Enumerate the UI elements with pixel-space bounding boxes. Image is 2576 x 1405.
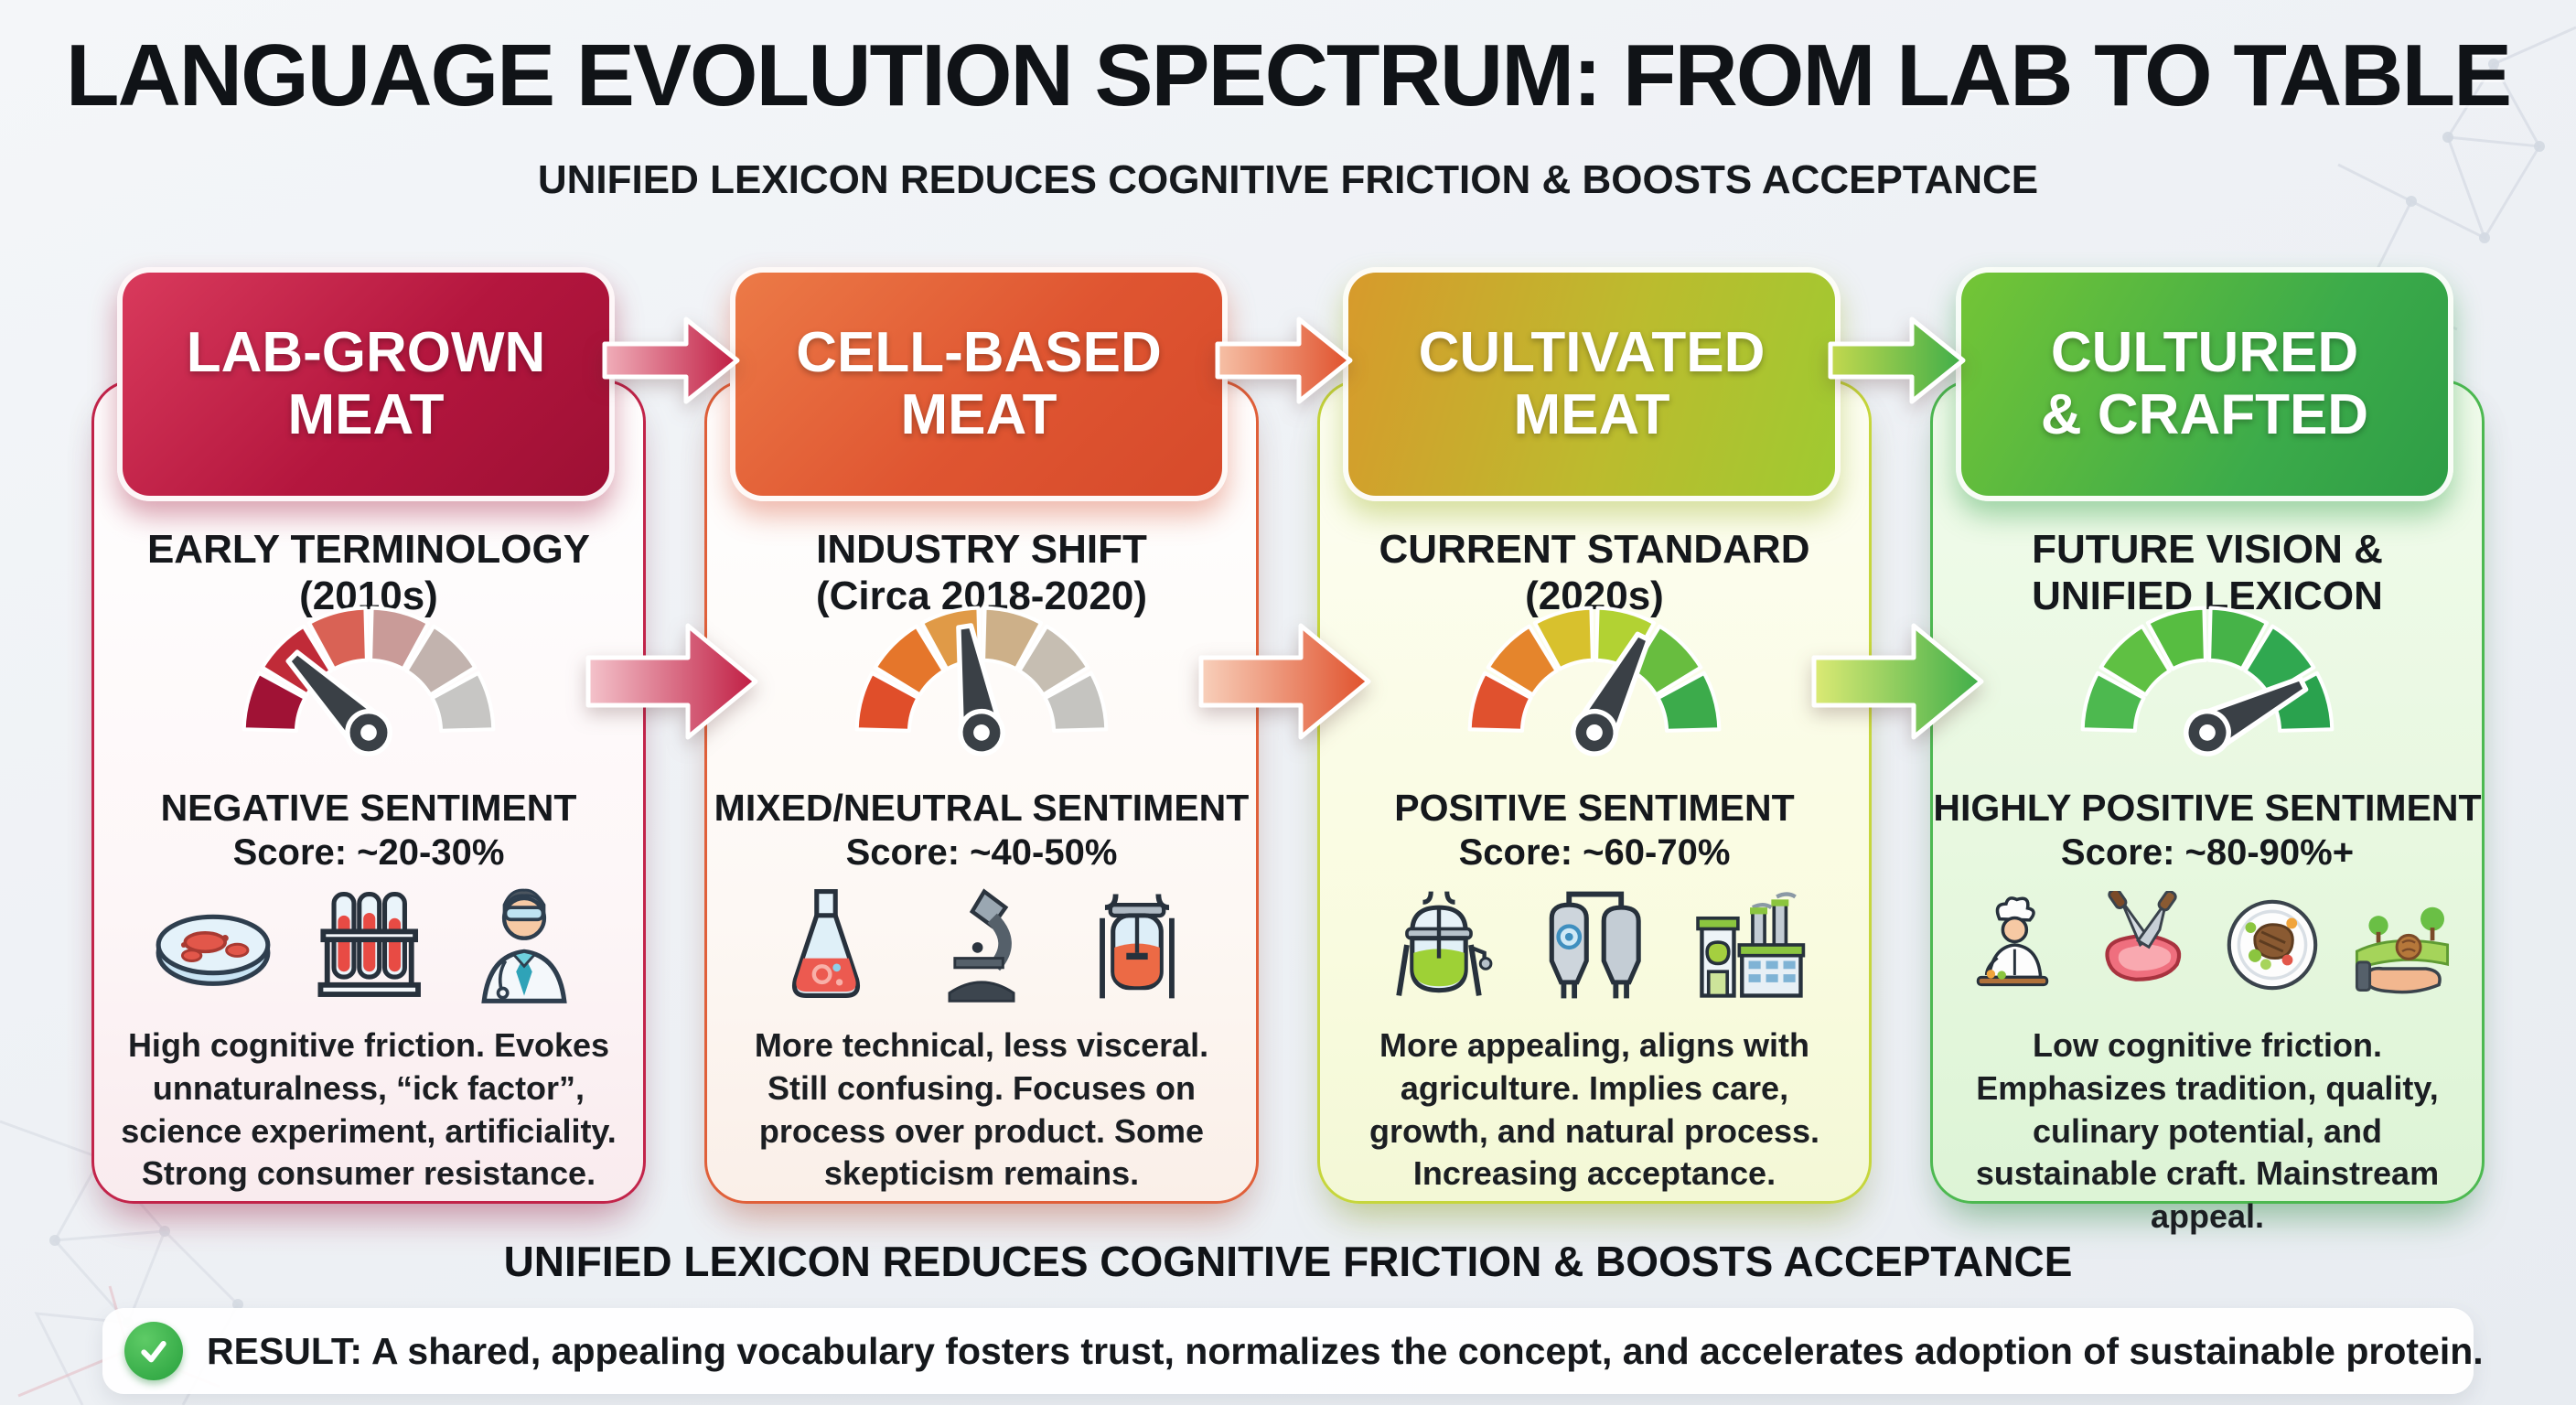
stage-description: Low cognitive friction. Emphasizes tradi… — [1975, 1026, 2440, 1236]
sentiment-label: HIGHLY POSITIVE SENTIMENT — [1933, 787, 2482, 829]
result-body: A shared, appealing vocabulary fosters t… — [370, 1329, 2484, 1372]
page-title: LANGUAGE EVOLUTION SPECTRUM: FROM LAB TO… — [65, 27, 2512, 124]
stage-period-line1: FUTURE VISION & — [2032, 527, 2383, 572]
stage-header-line1: CULTIVATED — [1418, 320, 1766, 384]
stage-header-line2: & CRAFTED — [2040, 383, 2369, 446]
stage-card-cultivated: CURRENT STANDARD (2020s) POSITIVE SENTIM… — [1317, 380, 1872, 1204]
arrow-icon-mid-2-3 — [1198, 623, 1371, 740]
stage-header-line1: CULTURED — [2050, 320, 2359, 384]
sentiment-score: Score: ~20-30% — [232, 832, 505, 873]
fermentation-tanks-icon — [1549, 891, 1641, 999]
hand-with-plants-icon — [2355, 906, 2450, 994]
stage-period: CURRENT STANDARD (2020s) — [1320, 527, 1869, 619]
stage-icons — [94, 876, 643, 1014]
bottom-tagline: UNIFIED LEXICON REDUCES COGNITIVE FRICTI… — [503, 1238, 2073, 1285]
stage-header-line1: CELL-BASED — [796, 320, 1162, 384]
page-subtitle: UNIFIED LEXICON REDUCES COGNITIVE FRICTI… — [537, 157, 2039, 202]
flask-icon — [791, 889, 861, 999]
test-tube-rack-icon — [317, 891, 421, 997]
arrow-icon-header-3-4 — [1828, 316, 1966, 404]
stage-header-line1: LAB-GROWN — [186, 320, 546, 384]
stage-period-line2: (Circa 2018-2020) — [815, 573, 1147, 618]
stage-description: More appealing, aligns with agriculture.… — [1368, 1026, 1820, 1193]
stage-icons — [707, 876, 1256, 1014]
scientist-icon — [481, 888, 567, 1003]
stage-header-line2: MEAT — [900, 383, 1057, 446]
stage-icons — [1320, 876, 1869, 1014]
stage-header-cultured-crafted: CULTURED & CRAFTED — [1956, 267, 2453, 501]
stage-header-lab-grown: LAB-GROWN MEAT — [117, 267, 615, 501]
plated-dish-icon — [2227, 899, 2318, 991]
microscope-icon — [948, 888, 1015, 1003]
stage-header-cultivated: CULTIVATED MEAT — [1343, 267, 1841, 501]
sentiment-gauge — [854, 606, 1109, 756]
checkmark-icon — [124, 1322, 183, 1380]
arrow-icon-header-2-3 — [1215, 316, 1353, 404]
sentiment-score: Score: ~40-50% — [845, 832, 1118, 873]
chef-icon — [1976, 896, 2049, 987]
stage-period: FUTURE VISION & UNIFIED LEXICON — [1933, 527, 2482, 619]
stage-card-lab-grown: EARLY TERMINOLOGY (2010s) NEGATIVE SENTI… — [91, 380, 646, 1204]
sentiment-score: Score: ~60-70% — [1458, 832, 1731, 873]
gauge-needle — [1571, 631, 1652, 756]
stage-card-cultured-crafted: FUTURE VISION & UNIFIED LEXICON HIGHLY P… — [1930, 380, 2485, 1235]
stage-period: EARLY TERMINOLOGY (2010s) — [94, 527, 643, 619]
green-bioreactor-icon — [1396, 891, 1493, 996]
stage-period: INDUSTRY SHIFT (Circa 2018-2020) — [707, 527, 1256, 619]
sentiment-gauge — [242, 606, 496, 756]
arrow-icon-mid-3-4 — [1811, 623, 1984, 740]
stage-period-line1: CURRENT STANDARD — [1379, 527, 1810, 572]
sentiment-gauge — [2080, 606, 2334, 756]
gauge-needle — [285, 649, 392, 756]
stage-period-line1: EARLY TERMINOLOGY — [146, 527, 591, 572]
steak-and-knives-icon — [2105, 891, 2182, 981]
arrow-icon-mid-1-2 — [585, 623, 758, 740]
stage-period-line2: UNIFIED LEXICON — [2032, 573, 2383, 618]
result-text: RESULT: A shared, appealing vocabulary f… — [207, 1330, 2484, 1373]
petri-dish-icon — [156, 914, 271, 986]
gauge-needle — [956, 623, 1005, 756]
stage-header-line2: MEAT — [1513, 383, 1670, 446]
arrow-icon-header-1-2 — [602, 316, 740, 404]
sentiment-label: NEGATIVE SENTIMENT — [160, 787, 577, 829]
green-factory-icon — [1696, 892, 1806, 998]
stage-icons — [1933, 876, 2482, 1014]
stage-period-line2: (2010s) — [299, 573, 438, 618]
sentiment-label: POSITIVE SENTIMENT — [1394, 787, 1795, 829]
stage-header-cell-based: CELL-BASED MEAT — [730, 267, 1228, 501]
result-bar: RESULT: A shared, appealing vocabulary f… — [102, 1308, 2484, 1394]
sentiment-label: MIXED/NEUTRAL SENTIMENT — [714, 787, 1250, 829]
stage-header-line2: MEAT — [287, 383, 445, 446]
stage-description: High cognitive friction. Evokes unnatura… — [121, 1026, 617, 1193]
stage-description: More technical, less visceral. Still con… — [754, 1026, 1209, 1193]
gauge-needle — [2184, 675, 2309, 756]
stage-card-cell-based: INDUSTRY SHIFT (Circa 2018-2020) MIXED/N… — [704, 380, 1259, 1204]
sentiment-gauge — [1467, 606, 1722, 756]
result-label: RESULT: — [207, 1329, 363, 1372]
stage-period-line2: (2020s) — [1525, 573, 1664, 618]
bioreactor-icon — [1100, 894, 1175, 999]
sentiment-score: Score: ~80-90%+ — [2060, 832, 2355, 873]
stage-period-line1: INDUSTRY SHIFT — [816, 527, 1147, 572]
